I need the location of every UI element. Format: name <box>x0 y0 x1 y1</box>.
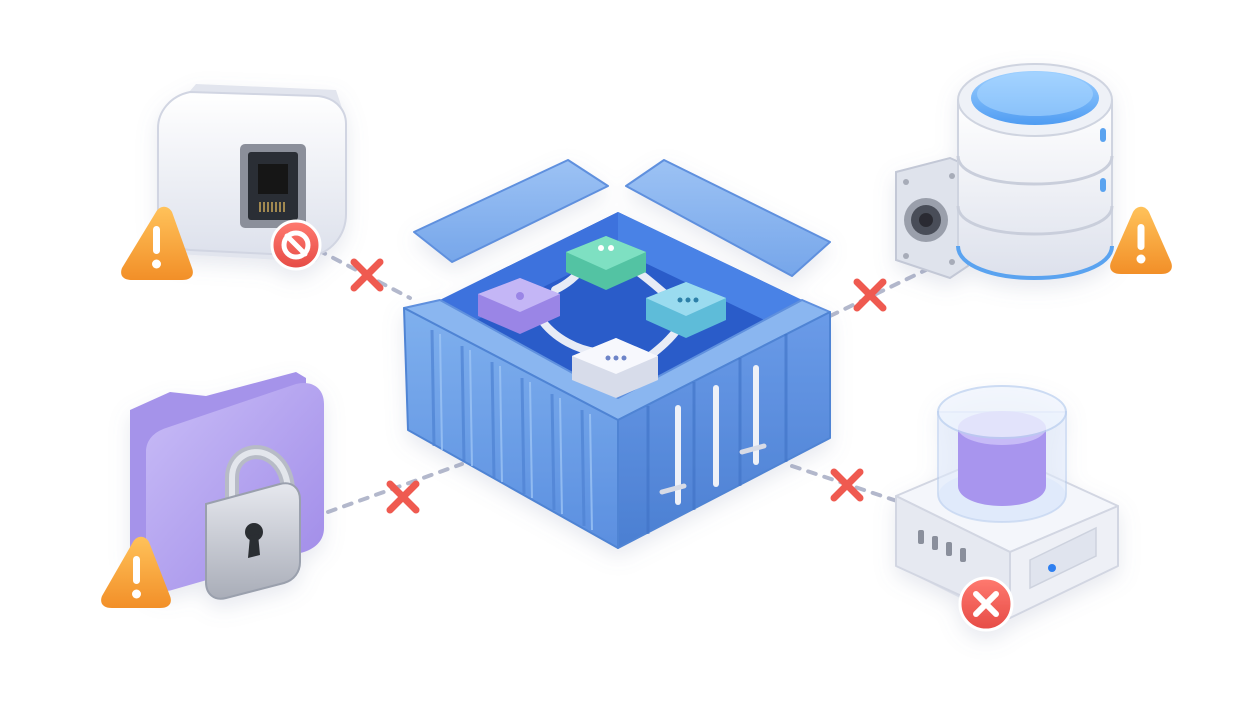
power-led <box>1029 526 1097 590</box>
warning-icon <box>121 206 193 280</box>
warning-icon <box>1110 206 1172 274</box>
container-ribs-right <box>646 334 788 534</box>
link-database <box>828 266 932 318</box>
container-door-handles <box>659 443 767 495</box>
padlock-icon <box>205 445 301 600</box>
x-mark-icon <box>853 278 887 312</box>
broken-link-marks <box>350 258 887 514</box>
workflow-node-purple <box>478 278 560 334</box>
container-box <box>403 159 831 549</box>
storage-device <box>895 385 1119 632</box>
workflow-graph <box>478 236 726 398</box>
container-flap-right <box>625 159 831 277</box>
network-port-device <box>157 84 347 271</box>
error-icon <box>958 576 1014 632</box>
container-inner-right-wall <box>618 212 802 338</box>
vent-slots <box>918 530 966 562</box>
workflow-node-teal <box>566 236 646 290</box>
container-flap-left <box>413 159 609 263</box>
container-ribs-left <box>430 329 586 527</box>
ethernet-port-icon <box>240 144 306 228</box>
locked-folder <box>130 372 324 600</box>
x-mark-icon <box>386 480 420 514</box>
x-mark-icon <box>830 468 864 502</box>
pipe-flange <box>895 156 969 280</box>
container-ribs-left-highlight <box>439 333 593 531</box>
warning-icon <box>101 536 171 608</box>
database-server <box>895 63 1114 281</box>
x-mark-icon <box>350 258 384 292</box>
blocked-icon <box>270 219 322 271</box>
workflow-node-cyan <box>646 282 726 338</box>
workflow-node-white <box>572 338 658 398</box>
